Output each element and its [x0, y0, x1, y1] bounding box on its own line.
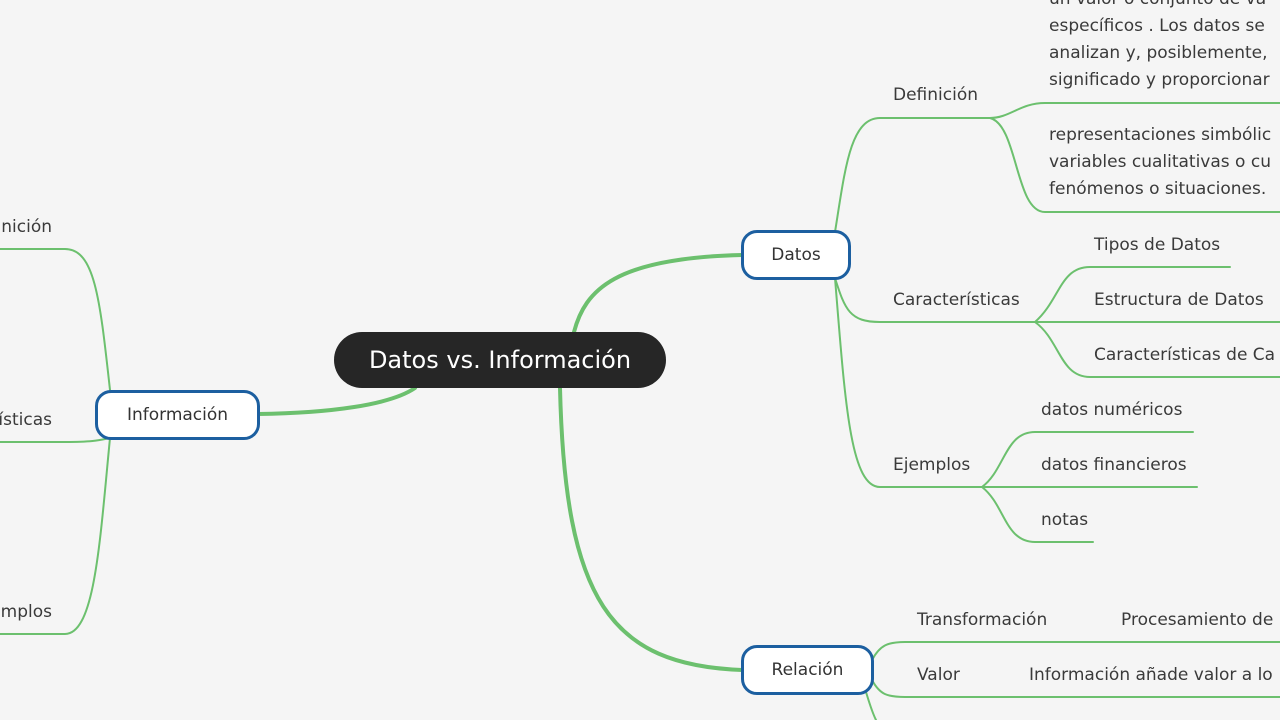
text-line: analizan y, posiblemente,	[1049, 43, 1268, 63]
text-line: significado y proporcionar	[1049, 70, 1270, 90]
central-topic[interactable]: Datos vs. Información	[334, 332, 666, 388]
text-line: específicos . Los datos se	[1049, 16, 1265, 36]
text-line: representaciones simbólic	[1049, 125, 1272, 145]
branch-caract-tipos	[1034, 266, 1231, 323]
relacion-transformacion-detail[interactable]: Procesamiento de	[1121, 610, 1274, 630]
datos-ejemplos-label[interactable]: Ejemplos	[893, 455, 971, 475]
branch-info-definicion	[0, 248, 111, 391]
ejemplos-item-financieros[interactable]: datos financieros	[1041, 455, 1187, 475]
branch-info-ejemplos	[0, 437, 111, 635]
node-informacion[interactable]: Información	[95, 390, 260, 440]
branch-center-informacion	[256, 386, 417, 416]
informacion-child-ejemplos[interactable]: mplos	[0, 602, 52, 622]
datos-definicion-text1[interactable]: un valor o conjunto de va específicos . …	[1049, 0, 1270, 94]
branch-center-datos	[572, 253, 744, 334]
node-relacion[interactable]: Relación	[741, 645, 874, 695]
caracteristicas-item-estructura[interactable]: Estructura de Datos	[1094, 290, 1264, 310]
informacion-child-caracteristicas[interactable]: ísticas	[0, 410, 52, 430]
informacion-child-definicion[interactable]: nición	[1, 217, 52, 237]
branch-ejemplos-notas	[981, 486, 1094, 543]
branch-relacion-valor	[871, 679, 1280, 698]
text-line: un valor o conjunto de va	[1049, 0, 1270, 13]
branch-definicion-text1	[989, 102, 1280, 119]
branch-info-caracteristicas	[0, 437, 111, 443]
caracteristicas-item-ca[interactable]: Características de Ca	[1094, 345, 1276, 365]
ejemplos-item-notas[interactable]: notas	[1041, 510, 1089, 530]
branch-definicion-text2	[989, 117, 1280, 213]
caracteristicas-item-tipos[interactable]: Tipos de Datos	[1094, 235, 1221, 255]
relacion-valor-detail[interactable]: Información añade valor a lo	[1029, 665, 1273, 685]
relacion-valor-label[interactable]: Valor	[917, 665, 960, 685]
branch-datos-ejemplos	[834, 277, 983, 488]
branch-caract-ca	[1034, 321, 1280, 378]
branch-datos-caracteristicas	[834, 277, 1036, 323]
datos-definicion-text2[interactable]: representaciones simbólic variables cual…	[1049, 122, 1271, 203]
datos-definicion-label[interactable]: Definición	[893, 85, 978, 105]
branch-ejemplos-numericos	[981, 431, 1194, 488]
datos-caracteristicas-label[interactable]: Características	[893, 290, 1020, 310]
ejemplos-item-numericos[interactable]: datos numéricos	[1041, 400, 1183, 420]
text-line: fenómenos o situaciones.	[1049, 179, 1267, 199]
branch-relacion-more	[865, 691, 877, 720]
node-datos[interactable]: Datos	[741, 230, 851, 280]
relacion-transformacion-label[interactable]: Transformación	[917, 610, 1048, 630]
branch-center-relacion	[558, 386, 744, 672]
branch-datos-definicion	[834, 117, 991, 233]
text-line: variables cualitativas o cu	[1049, 152, 1271, 172]
branch-relacion-transformacion	[871, 641, 1280, 661]
